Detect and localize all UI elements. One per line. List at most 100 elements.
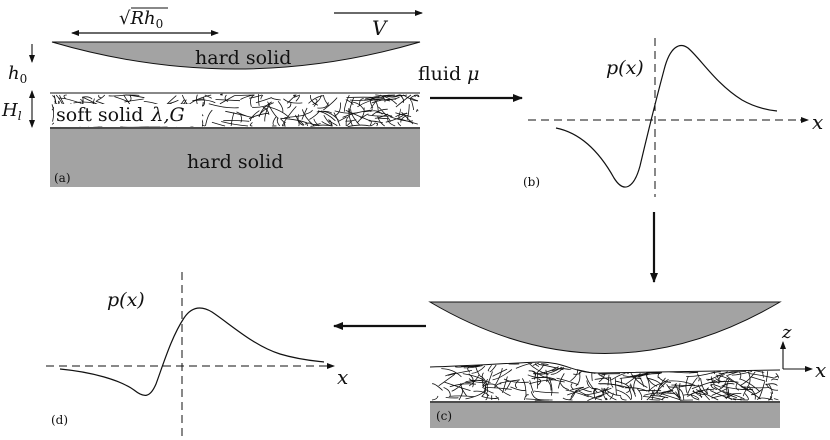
fiber-strand bbox=[308, 95, 324, 104]
fiber-strand bbox=[725, 378, 730, 386]
fiber-strand bbox=[528, 379, 554, 385]
fiber-strand bbox=[739, 371, 756, 387]
fiber-strand bbox=[460, 382, 468, 397]
fiber-strand bbox=[73, 101, 96, 104]
fiber-strand bbox=[205, 109, 213, 127]
fiber-strand bbox=[410, 97, 419, 102]
fiber-strand bbox=[345, 99, 354, 106]
fiber-strand bbox=[678, 383, 682, 399]
fiber-strand bbox=[98, 94, 102, 99]
fiber-strand bbox=[250, 94, 255, 107]
fiber-strand bbox=[415, 94, 420, 98]
fiber-strand bbox=[753, 370, 765, 373]
panel-d-y-label: p(x) bbox=[107, 289, 145, 311]
fiber-strand bbox=[492, 369, 513, 381]
fiber-strand bbox=[630, 383, 636, 395]
fiber-strand bbox=[81, 96, 93, 100]
fiber-strand bbox=[765, 383, 778, 386]
fiber-strand bbox=[463, 365, 483, 369]
fiber-strand bbox=[431, 395, 439, 401]
fiber-strand bbox=[192, 99, 216, 104]
fiber-strand bbox=[475, 365, 482, 378]
fiber-strand bbox=[345, 119, 357, 122]
fiber-strand bbox=[653, 380, 668, 396]
fiber-strand bbox=[550, 367, 564, 375]
fiber-strand bbox=[482, 381, 486, 393]
fiber-strand bbox=[317, 110, 336, 122]
fiber-strand bbox=[293, 94, 297, 97]
fiber-strand bbox=[696, 373, 700, 382]
fiber-strand bbox=[223, 120, 250, 122]
fiber-strand bbox=[586, 380, 592, 389]
fiber-strand bbox=[756, 397, 774, 401]
fiber-strand bbox=[636, 388, 643, 401]
fiber-strand bbox=[373, 98, 379, 111]
fiber-strand bbox=[387, 118, 396, 127]
fiber-strand bbox=[236, 111, 254, 118]
fiber-strand bbox=[321, 121, 332, 127]
fiber-strand bbox=[398, 108, 401, 118]
fiber-strand bbox=[333, 112, 341, 127]
fiber-strand bbox=[283, 106, 297, 124]
fiber-strand bbox=[567, 386, 589, 396]
fiber-strand bbox=[260, 94, 264, 100]
fiber-strand bbox=[270, 96, 281, 101]
fiber-strand bbox=[333, 102, 341, 117]
top-hard-solid-lens bbox=[51, 41, 421, 70]
fiber-strand bbox=[716, 375, 720, 384]
fiber-strand bbox=[277, 100, 284, 113]
fiber-strand bbox=[348, 97, 354, 114]
fiber-strand bbox=[746, 371, 751, 388]
fiber-strand bbox=[363, 108, 373, 113]
fiber-strand bbox=[316, 110, 333, 114]
panel-b-pressure-curve bbox=[555, 44, 778, 188]
panel-d-letter: (d) bbox=[51, 413, 68, 427]
fiber-strand bbox=[624, 387, 648, 392]
fiber-strand bbox=[448, 395, 475, 397]
fiber-strand bbox=[168, 99, 179, 104]
fiber-strand bbox=[323, 94, 330, 107]
fiber-strand bbox=[630, 376, 642, 379]
fiber-strand bbox=[369, 110, 383, 115]
fiber-strand bbox=[742, 385, 750, 397]
fiber-strand bbox=[441, 368, 462, 378]
fiber-strand bbox=[240, 114, 242, 123]
fiber-strand bbox=[532, 362, 540, 366]
fiber-strand bbox=[406, 104, 410, 121]
fiber-strand bbox=[301, 107, 308, 120]
fiber-strand bbox=[726, 375, 749, 390]
fiber-strand bbox=[181, 94, 188, 105]
fiber-strand bbox=[775, 373, 779, 379]
fiber-strand bbox=[667, 382, 677, 393]
fiber-strand bbox=[731, 371, 753, 376]
fiber-strand bbox=[534, 363, 540, 367]
fiber-strand bbox=[499, 379, 520, 384]
fiber-strand bbox=[485, 387, 512, 390]
fiber-strand bbox=[601, 373, 608, 376]
fiber-strand bbox=[323, 115, 333, 126]
fiber-strand bbox=[709, 384, 722, 388]
fiber-strand bbox=[389, 116, 414, 122]
fiber-strand bbox=[297, 120, 305, 126]
fiber-strand bbox=[495, 395, 500, 401]
fiber-strand bbox=[494, 367, 503, 387]
fiber-strand bbox=[328, 120, 338, 127]
fiber-strand bbox=[615, 389, 632, 401]
fiber-strand bbox=[607, 374, 610, 386]
panel-b-x-label: x bbox=[812, 110, 823, 134]
fiber-strand bbox=[530, 391, 541, 401]
fiber-strand bbox=[771, 378, 779, 381]
fiber-strand bbox=[493, 383, 502, 389]
fiber-strand bbox=[63, 94, 67, 99]
fiber-strand bbox=[510, 386, 526, 391]
fiber-strand bbox=[486, 371, 493, 386]
fiber-strand bbox=[272, 116, 277, 126]
fiber-strand bbox=[305, 122, 308, 127]
fiber-strand bbox=[576, 369, 596, 374]
panel-c-deformed-layer-surface bbox=[429, 361, 781, 374]
fiber-strand bbox=[283, 98, 303, 104]
fiber-strand bbox=[722, 391, 745, 400]
fiber-strand bbox=[284, 114, 306, 118]
fiber-strand bbox=[462, 373, 485, 381]
